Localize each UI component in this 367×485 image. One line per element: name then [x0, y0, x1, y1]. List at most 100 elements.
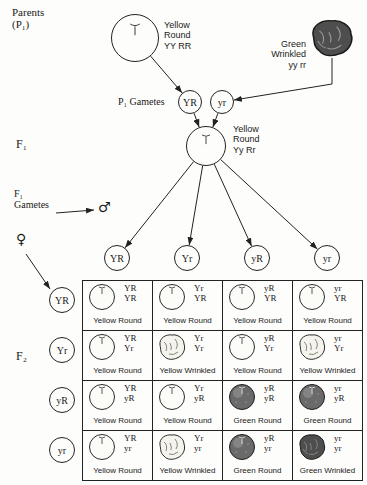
gamete-circle: yR: [244, 245, 270, 271]
cross-arrow: [194, 113, 199, 127]
node-subtext: yy rr: [266, 61, 306, 71]
green-round-pea: [230, 435, 255, 460]
node-text: Yr yR: [194, 384, 208, 404]
gamete-text: yr: [211, 97, 233, 108]
punnett-cell: yR YrYellow Round: [222, 330, 293, 381]
gamete-text: yr: [315, 253, 339, 264]
punnett-cell: YR yR Yellow Round: [82, 380, 153, 431]
node-subtext: Yellow Round: [293, 317, 362, 326]
punnett-cell: YR YrYellow Round: [82, 330, 153, 381]
hybrid-pea-circle: Yellow RoundYy Rr: [186, 126, 226, 166]
cross-arrow: [189, 166, 202, 245]
yellow-wrinkled-pea: [300, 335, 325, 359]
cross-arrow: [125, 162, 193, 248]
node-text: Yellow Round: [233, 125, 269, 145]
node-subtext: Yellow Wrinkled: [153, 467, 222, 476]
cross-arrow: [151, 56, 183, 93]
parent-pea-circle: Yellow RoundYY RR: [111, 14, 159, 62]
gamete-circle: YR: [49, 287, 75, 313]
green-round-pea: [300, 385, 325, 410]
gamete-text: yr: [50, 445, 74, 456]
node-text: Yellow Round: [164, 21, 200, 41]
punnett-cell: yR yR Green Round: [222, 380, 293, 431]
gamete-circle: yR: [49, 387, 75, 413]
node-subtext: Yellow Wrinkled: [153, 367, 222, 376]
node-text: yr yR: [334, 384, 348, 404]
node-text: YR YR: [124, 284, 138, 304]
node-subtext: Green Round: [223, 467, 292, 476]
node-subtext: Yy Rr: [233, 146, 277, 156]
node-subtext: Yellow Round: [223, 317, 292, 326]
gamete-label: P₁ Gametes: [118, 96, 165, 107]
node-text: yR Yr: [264, 334, 278, 354]
punnett-cell: yR yr Green Round: [222, 430, 293, 481]
node-text: Green Wrinkled: [266, 40, 306, 60]
punnett-cell: YR YR Yellow Round: [82, 280, 153, 331]
node-subtext: Yellow Round: [153, 417, 222, 426]
gamete-circle: YR: [178, 90, 202, 114]
node-text: YR yr: [124, 434, 138, 454]
gamete-circle: Yr: [49, 337, 75, 363]
punnett-cell: yr Yr Yellow Wrinkled: [292, 330, 363, 381]
node-subtext: Yellow Round: [83, 417, 152, 426]
leader-line: [26, 254, 50, 289]
male-symbol: ♂: [98, 200, 111, 215]
punnett-cell: yr YR Yellow Round: [292, 280, 363, 331]
punnett-cell: Yr yR Yellow Round: [152, 380, 223, 431]
yellow-round-pea: [160, 285, 185, 310]
node-text: yr yr: [334, 434, 348, 454]
node-text: yr Yr: [334, 334, 348, 354]
punnett-cell: YR yr Yellow Round: [82, 430, 153, 481]
node-text: yR YR: [264, 284, 278, 304]
yellow-round-pea: [90, 435, 115, 460]
gamete-text: yR: [245, 253, 269, 264]
female-symbol: ♀: [16, 232, 26, 247]
gamete-text: Yr: [50, 345, 74, 356]
node-subtext: YY RR: [164, 42, 208, 52]
leader-line: [56, 210, 94, 213]
yellow-wrinkled-pea: [160, 435, 185, 459]
yellow-round-pea: [230, 285, 255, 310]
node-text: YR yR: [124, 384, 138, 404]
punnett-cell: Yr YRYellow Round: [152, 280, 223, 331]
green-round-pea: [230, 385, 255, 410]
yellow-wrinkled-pea: [160, 335, 185, 359]
yellow-round-pea: [300, 285, 325, 310]
node-subtext: Green Wrinkled: [293, 467, 362, 476]
cross-arrow: [221, 160, 318, 250]
punnett-cell: yr yRGreen Round: [292, 380, 363, 431]
gamete-text: YR: [179, 97, 201, 108]
node-subtext: Yellow Wrinkled: [293, 367, 362, 376]
gamete-text: yR: [50, 395, 74, 406]
node-subtext: Yellow Round: [83, 467, 152, 476]
gamete-circle: YR: [104, 245, 130, 271]
gamete-circle: Yr: [174, 245, 200, 271]
punnett-cell: Yr YrYellow Wrinkled: [152, 330, 223, 381]
gamete-label: F₁ Gametes: [14, 188, 56, 210]
node-text: yr YR: [334, 284, 348, 304]
node-text: yR yr: [264, 434, 278, 454]
yellow-round-pea: [230, 335, 255, 360]
gamete-circle: yr: [314, 245, 340, 271]
parent-pea: Green Wrinkledyy rr: [310, 18, 354, 58]
node-subtext: Green Round: [223, 417, 292, 426]
gamete-circle: yr: [210, 90, 234, 114]
wrinkled-pea-outline: [310, 18, 354, 58]
green-wrinkled-pea: [300, 435, 325, 459]
node-text: yR yR: [264, 384, 278, 404]
yellow-round-pea: [160, 385, 185, 410]
cross-arrow: [234, 58, 332, 100]
green-wrinkled-pea: [313, 21, 352, 56]
yellow-round-pea: [90, 385, 115, 410]
gamete-circle: yr: [49, 437, 75, 463]
node-text: Yr YR: [194, 284, 208, 304]
generation-label: F₁: [16, 138, 27, 151]
punnett-cell: yR YR Yellow Round: [222, 280, 293, 331]
node-text: Yr yr: [194, 434, 208, 454]
node-subtext: Yellow Round: [83, 317, 152, 326]
pea-hilum: [202, 135, 210, 144]
cross-arrow: [214, 164, 251, 246]
